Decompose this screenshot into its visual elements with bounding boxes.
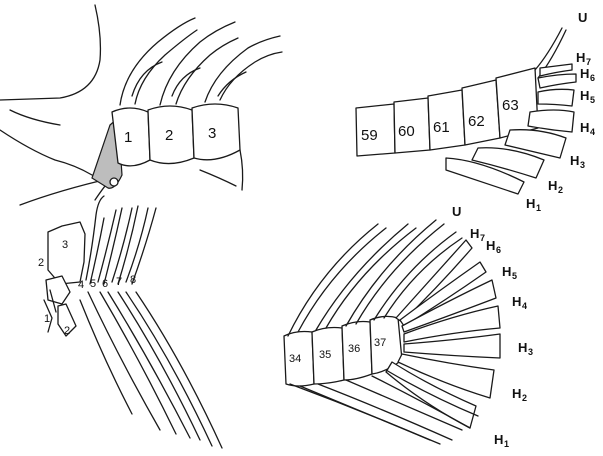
vertebra-d-37-label: 37 bbox=[374, 337, 386, 349]
svg-text:2: 2 bbox=[558, 185, 563, 195]
panel-c-label-7: 7 bbox=[116, 276, 122, 288]
vertebra-a-3-label: 3 bbox=[208, 125, 216, 142]
svg-text:H: H bbox=[526, 196, 535, 211]
svg-text:H: H bbox=[470, 226, 479, 241]
svg-text:H: H bbox=[580, 88, 589, 103]
vertebra-d-35-label: 35 bbox=[319, 349, 331, 361]
vertebra-b-59-label: 59 bbox=[361, 127, 378, 144]
svg-text:H: H bbox=[494, 432, 503, 447]
svg-text:H: H bbox=[486, 238, 495, 253]
vertebra-d-36-label: 36 bbox=[348, 343, 360, 355]
vertebra-a-1-label: 1 bbox=[124, 129, 132, 146]
svg-text:5: 5 bbox=[512, 271, 517, 281]
svg-text:6: 6 bbox=[590, 73, 595, 83]
panel-c-label-3: 3 bbox=[62, 239, 68, 251]
svg-text:H: H bbox=[512, 294, 521, 309]
svg-text:7: 7 bbox=[480, 233, 485, 243]
panel-c-label-5: 5 bbox=[90, 278, 96, 290]
panel-c-label-8: 8 bbox=[130, 274, 136, 286]
vertebra-d-34-label: 34 bbox=[289, 353, 301, 365]
panel-c-label-2-lower: 2 bbox=[64, 325, 70, 337]
urostyle-label-d: U bbox=[452, 204, 461, 219]
svg-text:2: 2 bbox=[522, 393, 527, 403]
vertebra-b-63-label: 63 bbox=[502, 97, 519, 114]
svg-text:1: 1 bbox=[536, 203, 541, 213]
svg-text:H: H bbox=[580, 120, 589, 135]
svg-text:H: H bbox=[502, 264, 511, 279]
svg-text:H: H bbox=[512, 386, 521, 401]
svg-text:4: 4 bbox=[522, 301, 527, 311]
panel-c-label-1: 1 bbox=[44, 313, 50, 325]
svg-text:H: H bbox=[576, 50, 585, 65]
urostyle-label-b: U bbox=[578, 10, 587, 25]
vertebra-b-61-label: 61 bbox=[433, 119, 450, 136]
panel-c-pectoral-girdle: 3 2 2 1 4 5 6 7 8 bbox=[38, 196, 222, 448]
svg-text:5: 5 bbox=[590, 95, 595, 105]
vertebra-a-2-label: 2 bbox=[165, 127, 173, 144]
panel-c-label-4: 4 bbox=[78, 279, 84, 291]
svg-text:3: 3 bbox=[528, 347, 533, 357]
svg-text:3: 3 bbox=[580, 160, 585, 170]
svg-text:H: H bbox=[548, 178, 557, 193]
svg-text:1: 1 bbox=[504, 439, 509, 449]
panel-a-anterior-vertebrae: 1 2 3 bbox=[0, 5, 282, 205]
vertebra-b-62-label: 62 bbox=[468, 113, 485, 130]
svg-text:H: H bbox=[518, 340, 527, 355]
svg-text:H: H bbox=[580, 66, 589, 81]
svg-text:H: H bbox=[570, 153, 579, 168]
svg-text:4: 4 bbox=[590, 127, 595, 137]
panel-c-label-6: 6 bbox=[102, 278, 108, 290]
vertebra-b-60-label: 60 bbox=[398, 123, 415, 140]
panel-c-label-2-upper: 2 bbox=[38, 257, 44, 269]
svg-text:6: 6 bbox=[496, 245, 501, 255]
